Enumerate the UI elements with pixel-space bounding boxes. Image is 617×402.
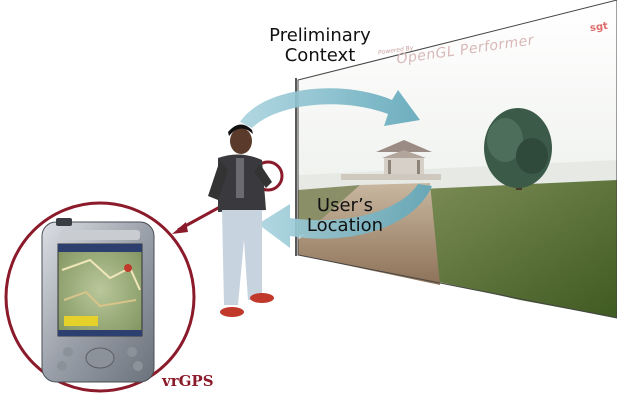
pda-inset — [4, 201, 196, 393]
cycle-arrow-bottom — [258, 184, 432, 248]
pavilion-icon — [341, 140, 441, 180]
users-location-label: User’s Location — [306, 195, 384, 236]
tree-icon — [484, 108, 552, 190]
person-figure — [208, 124, 274, 317]
vr-screen — [295, 0, 617, 319]
cycle-arrow-top — [240, 88, 420, 128]
preliminary-context-label: Preliminary Context — [269, 25, 371, 66]
vrgps-label: vrGPS — [162, 372, 214, 390]
